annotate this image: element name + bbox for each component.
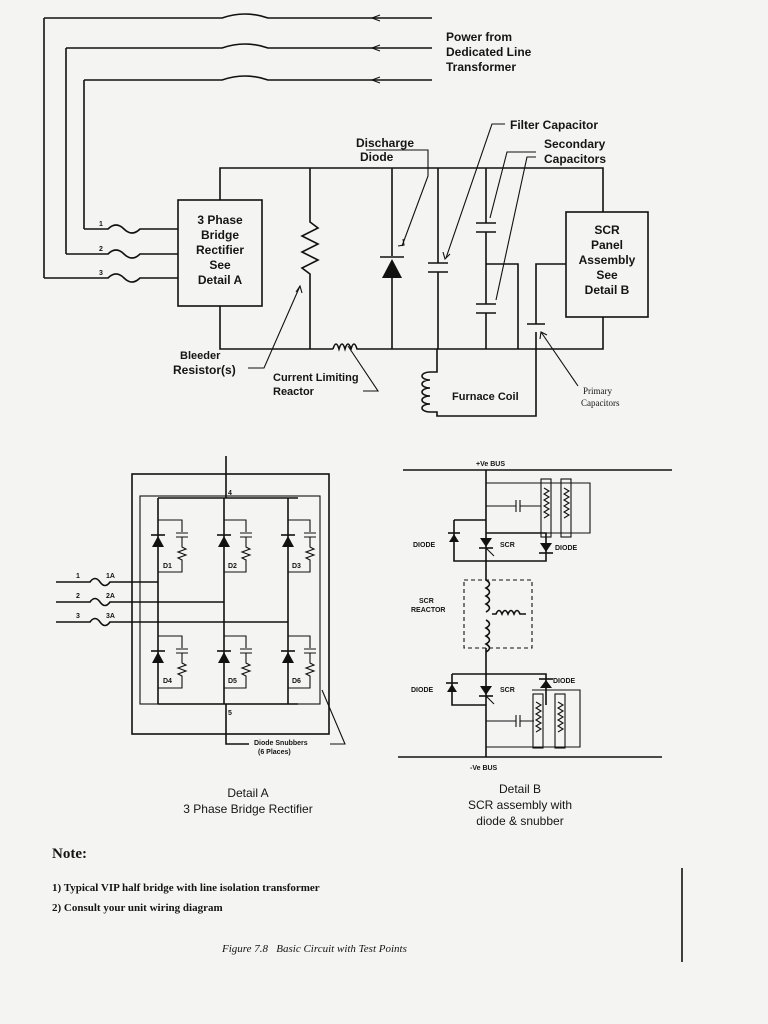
- detail-b-caption-1: Detail B: [498, 782, 542, 796]
- note-item-1: 1) Typical VIP half bridge with line iso…: [52, 882, 320, 894]
- pos-bus-label: +Ve BUS: [476, 461, 505, 468]
- rectifier-line-5: Detail A: [198, 273, 243, 287]
- scr-reactor-label-2: REACTOR: [411, 607, 445, 614]
- detail-a-snubbers: [158, 519, 316, 689]
- scr-box-line-1: SCR: [594, 223, 620, 237]
- discharge-label: Discharge: [356, 136, 414, 150]
- scr-box-line-3: Assembly: [579, 253, 636, 267]
- reactor-pointer: [347, 345, 380, 392]
- discharge-diode: [382, 259, 402, 278]
- note-heading: Note:: [52, 846, 87, 862]
- lower-right-diode-label: DIODE: [553, 678, 576, 685]
- scr-box-line-4: See: [596, 268, 618, 282]
- dc-bus: [219, 167, 604, 352]
- detail-a-rectifier: [56, 456, 346, 745]
- detail-a-diodes: [151, 534, 295, 663]
- rectifier-line-4: See: [209, 258, 231, 272]
- diode-d2-label: D2: [228, 563, 237, 570]
- rectifier-line-3: Rectifier: [196, 243, 244, 257]
- snubbers-label-2: (6 Places): [258, 749, 291, 756]
- diode-label: Diode: [360, 150, 394, 164]
- secondary-capacitors: [476, 168, 496, 349]
- phase-2-number: 2: [99, 246, 103, 253]
- scr-box-line-2: Panel: [591, 238, 623, 252]
- bleeder-pointer: [248, 285, 301, 369]
- upper-diode-label: DIODE: [413, 542, 436, 549]
- dedicated-line-label: Dedicated Line: [446, 45, 532, 59]
- phase-1-number: 1: [99, 221, 103, 228]
- reactor-label: Reactor: [273, 386, 315, 398]
- capacitors-label: Capacitors: [544, 152, 606, 166]
- diode-d1-label: D1: [163, 563, 172, 570]
- secondary-capacitors-pointer: [489, 151, 536, 301]
- transformer-label: Transformer: [446, 60, 516, 74]
- detail-a-node-4: 4: [228, 490, 232, 497]
- detail-a-caption-2: 3 Phase Bridge Rectifier: [183, 802, 313, 816]
- bleeder-label: Bleeder: [180, 350, 221, 362]
- incoming-power-lines: [43, 13, 432, 283]
- detail-a-node-5: 5: [228, 710, 232, 717]
- scr-box-line-5: Detail B: [585, 283, 630, 297]
- rectifier-line-2: Bridge: [201, 228, 239, 242]
- furnace-coil-label: Furnace Coil: [452, 391, 519, 403]
- current-limiting-reactor: [332, 343, 360, 352]
- lower-diode-label: DIODE: [411, 687, 434, 694]
- scr-reactor-label-1: SCR: [419, 598, 434, 605]
- diode-d3-label: D3: [292, 563, 301, 570]
- filter-capacitor-label: Filter Capacitor: [510, 118, 598, 132]
- secondary-label: Secondary: [544, 137, 606, 151]
- diode-d5-label: D5: [228, 678, 237, 685]
- upper-right-diode-label: DIODE: [555, 545, 578, 552]
- detail-b-caption-2: SCR assembly with: [467, 798, 573, 812]
- resistors-label: Resistor(s): [173, 363, 236, 377]
- furnace-coil: [421, 332, 537, 417]
- detail-a-output-2a: 2A: [106, 593, 115, 600]
- snubbers-label-1: Diode Snubbers: [254, 740, 308, 747]
- filter-capacitor: [428, 168, 448, 349]
- phase-3-number: 3: [99, 270, 103, 277]
- note-item-2: 2) Consult your unit wiring diagram: [52, 902, 223, 914]
- detail-a-output-1a: 1A: [106, 573, 115, 580]
- detail-a-output-3a: 3A: [106, 613, 115, 620]
- detail-a-input-2: 2: [76, 593, 80, 600]
- scr-panel-box: [565, 211, 649, 318]
- detail-b-caption-3: diode & snubber: [476, 814, 564, 828]
- bleeder-resistor: [300, 168, 320, 349]
- neg-bus-label: -Ve BUS: [470, 765, 498, 772]
- figure-caption: Figure 7.8 Basic Circuit with Test Point…: [222, 943, 407, 955]
- diode-d6-label: D6: [292, 678, 301, 685]
- primary-capacitors-label: Capacitors: [581, 398, 620, 408]
- power-from-label: Power from: [446, 30, 512, 44]
- rectifier-line-1: 3 Phase: [197, 213, 243, 227]
- detail-a-caption-1: Detail A: [227, 786, 269, 800]
- detail-a-input-1: 1: [76, 573, 80, 580]
- primary-capacitor-pointer: [540, 331, 579, 387]
- filter-capacitor-pointer: [445, 123, 505, 259]
- diode-d4-label: D4: [163, 678, 172, 685]
- detail-a-input-3: 3: [76, 613, 80, 620]
- current-limiting-label: Current Limiting: [273, 372, 359, 384]
- primary-label: Primary: [583, 386, 612, 396]
- upper-scr-label: SCR: [500, 542, 515, 549]
- discharge-diode-pointer: [366, 149, 429, 247]
- lower-scr-label: SCR: [500, 687, 515, 694]
- detail-b-scr-assembly: [398, 469, 672, 758]
